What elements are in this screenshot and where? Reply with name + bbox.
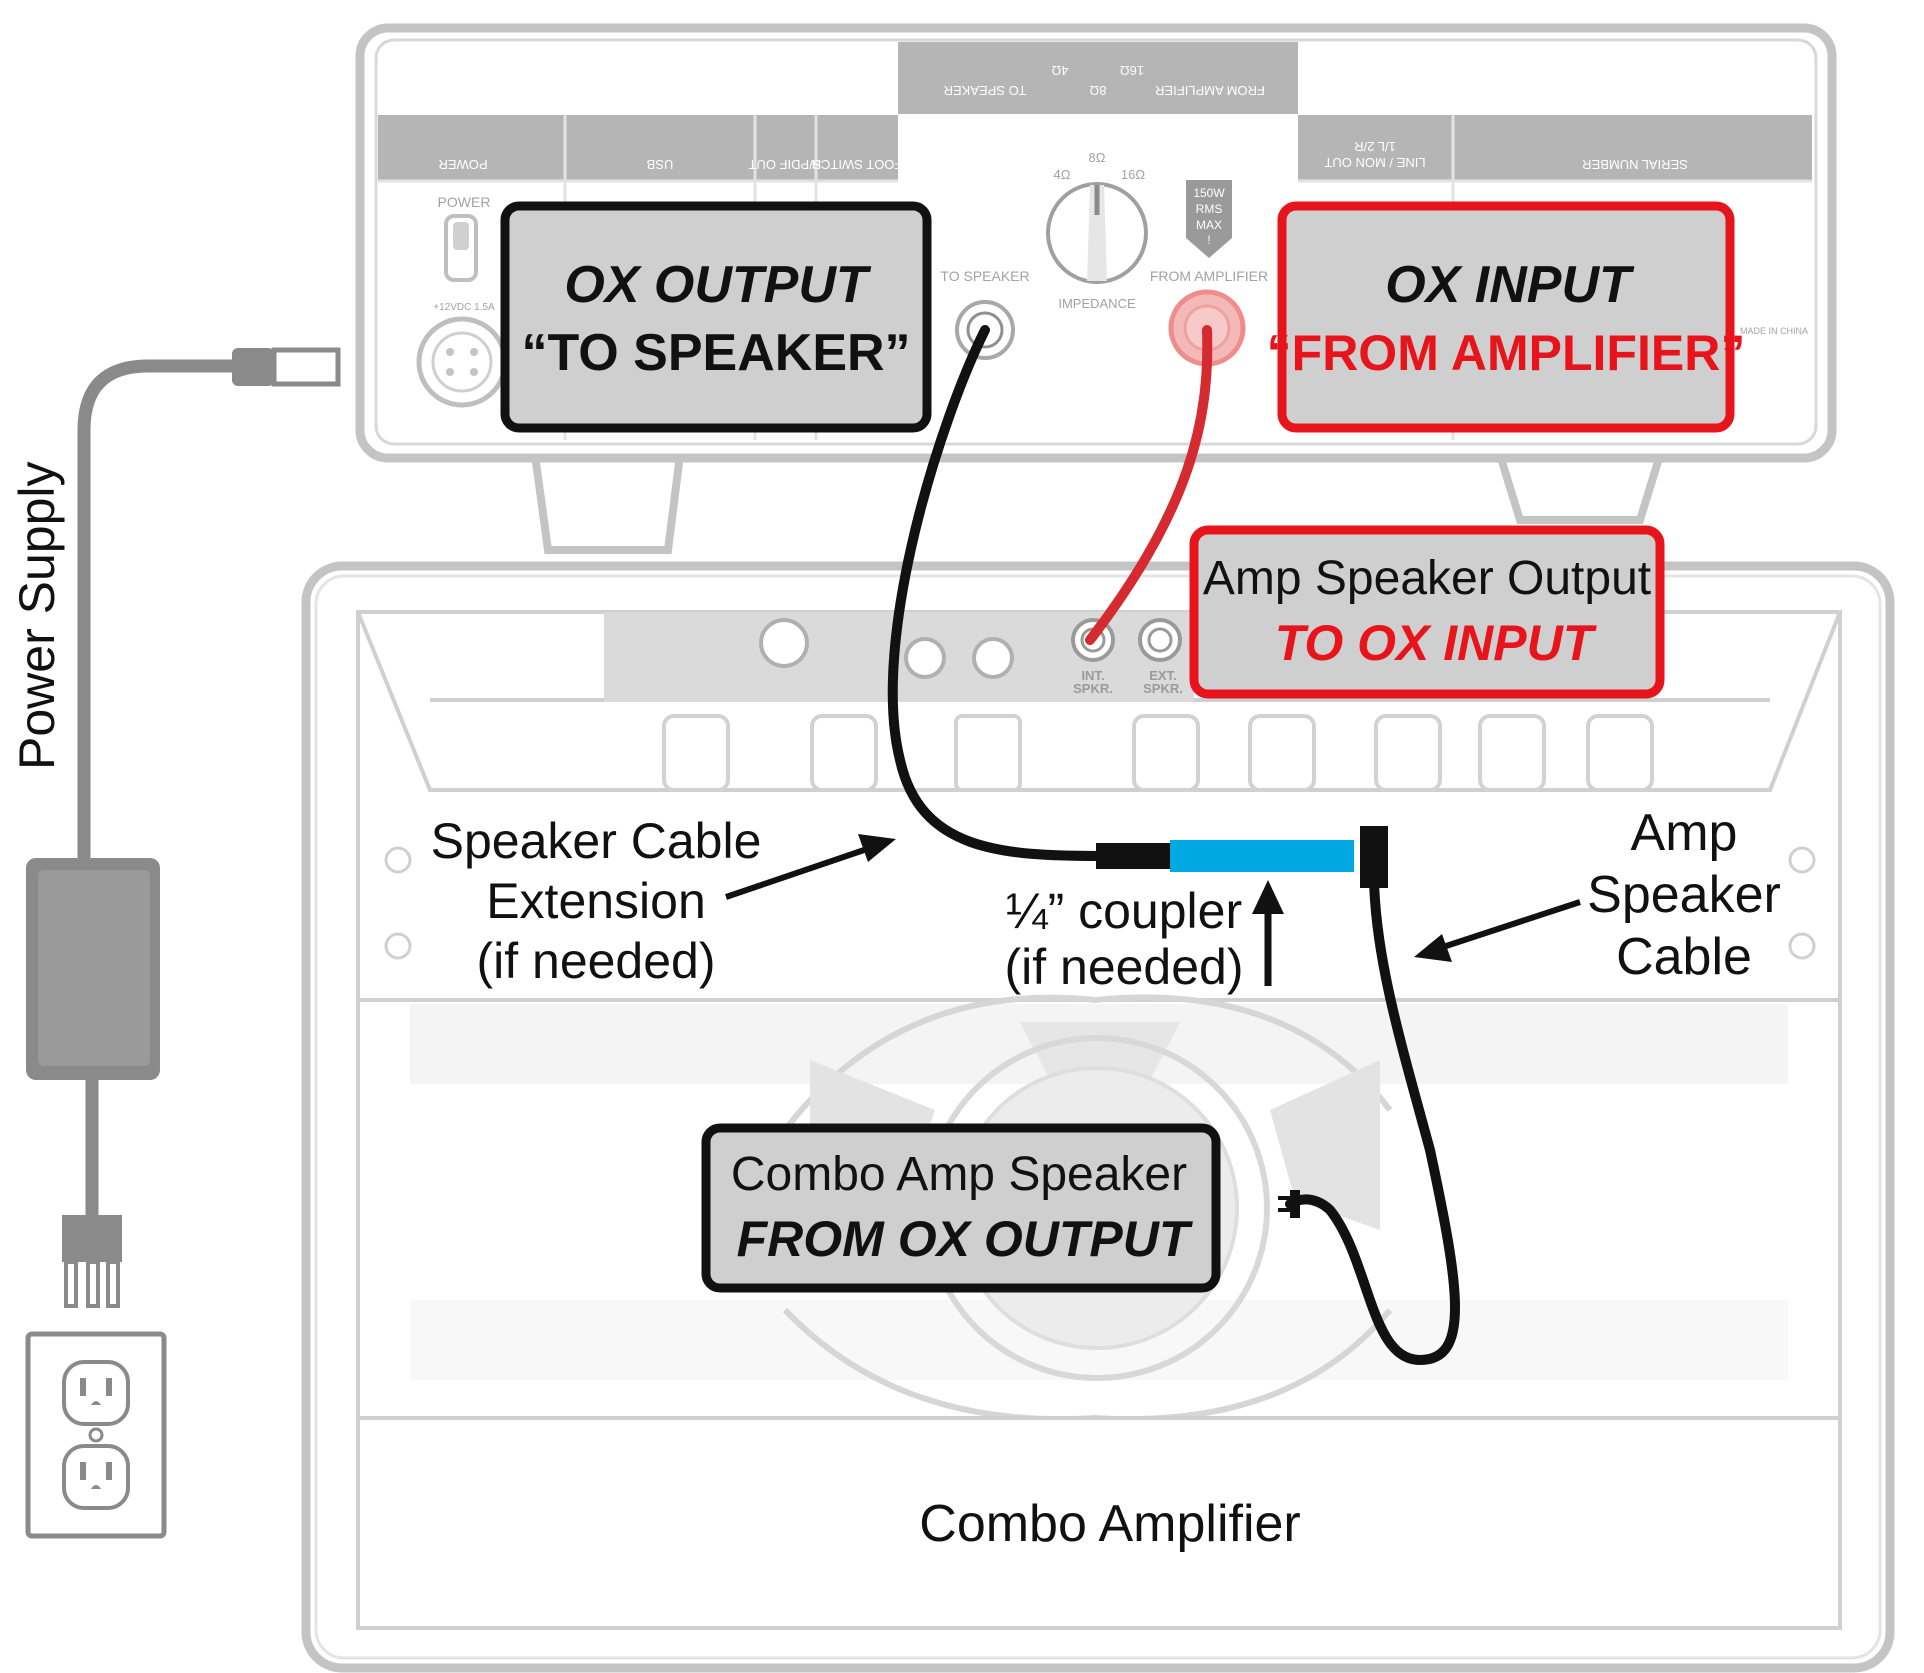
ox-output-subtitle: “TO SPEAKER” xyxy=(521,324,910,382)
amp-cable-label-3: Cable xyxy=(1616,928,1752,986)
power-supply: Power Supply xyxy=(9,347,341,1539)
hdr-usb: USB xyxy=(647,157,674,172)
amp-output-title: Amp Speaker Output xyxy=(1203,552,1651,605)
warning-3: MAX xyxy=(1196,218,1222,232)
coupler-label-1: ¼” coupler xyxy=(1006,883,1242,939)
ext-jack-label-1: EXT. xyxy=(1149,668,1176,683)
hdr-line-mon-2: 1/L 2/R xyxy=(1354,139,1395,154)
combo-speaker-title: Combo Amp Speaker xyxy=(731,1148,1187,1201)
callout-combo-amp-speaker: Combo Amp Speaker FROM OX OUTPUT xyxy=(701,1123,1221,1293)
power-switch-label: POWER xyxy=(438,194,491,210)
label-coupler: ¼” coupler (if needed) xyxy=(1004,883,1243,995)
ext-label-1: Speaker Cable xyxy=(431,813,762,869)
arrow-to-coupler xyxy=(1252,880,1284,986)
made-in-label: MADE IN CHINA xyxy=(1740,326,1808,336)
impedance-label: IMPEDANCE xyxy=(1058,296,1136,311)
callout-ox-output: OX OUTPUT “TO SPEAKER” xyxy=(500,201,932,433)
ox-input-title: OX INPUT xyxy=(1385,256,1635,314)
warning-2: RMS xyxy=(1196,202,1223,216)
from-amp-jack-label: FROM AMPLIFIER xyxy=(1150,268,1268,284)
quarter-inch-coupler xyxy=(1170,840,1354,872)
hdr-spdif: S/PDIF OUT xyxy=(748,157,821,172)
ox-header-band-mid xyxy=(898,42,1298,114)
hdr-footswitch: FOOT SWITCH xyxy=(812,157,903,172)
label-amp-speaker-cable: Amp Speaker Cable xyxy=(1587,804,1781,986)
power-supply-label: Power Supply xyxy=(9,462,65,771)
label-speaker-cable-extension: Speaker Cable Extension (if needed) xyxy=(431,813,762,989)
amp-speaker-cable xyxy=(1285,875,1460,1366)
knob-8ohm: 8Ω xyxy=(1089,150,1106,165)
arrow-to-extension xyxy=(725,834,896,900)
combo-amp: INT. SPKR. EXT. SPKR. xyxy=(301,561,1895,1673)
ox-output-title: OX OUTPUT xyxy=(564,256,872,314)
hdr-16ohm: 16Ω xyxy=(1120,63,1144,78)
ox-input-subtitle: “FROM AMPLIFIER” xyxy=(1267,325,1746,381)
knob-4ohm: 4Ω xyxy=(1054,167,1071,182)
combo-speaker-subtitle: FROM OX OUTPUT xyxy=(737,1211,1194,1267)
combo-amp-label: Combo Amplifier xyxy=(919,1495,1300,1553)
coupler-label-2: (if needed) xyxy=(1004,939,1243,995)
int-jack-label-2: SPKR. xyxy=(1073,681,1113,696)
hdr-serial: SERIAL NUMBER xyxy=(1582,157,1688,172)
ext-label-2: Extension xyxy=(486,873,706,929)
int-jack-label-1: INT. xyxy=(1081,668,1104,683)
hdr-line-mon: LINE / MON OUT xyxy=(1324,155,1425,170)
callout-amp-speaker-output: Amp Speaker Output TO OX INPUT xyxy=(1189,525,1665,699)
warning-4: ! xyxy=(1207,233,1210,247)
hdr-to-speaker: TO SPEAKER xyxy=(944,83,1027,98)
amp-pilot-light xyxy=(759,618,809,668)
ox-header-band-right xyxy=(1298,115,1812,181)
amp-output-subtitle: TO OX INPUT xyxy=(1275,615,1598,671)
warning-1: 150W xyxy=(1193,186,1225,200)
amp-cable-label-2: Speaker xyxy=(1587,866,1781,924)
dc-plug[interactable] xyxy=(271,347,341,387)
ext-jack-label-2: SPKR. xyxy=(1143,681,1183,696)
extension-plug xyxy=(1096,843,1170,869)
knob-16ohm: 16Ω xyxy=(1121,167,1145,182)
hdr-from-amp: FROM AMPLIFIER xyxy=(1155,83,1265,98)
hdr-8ohm: 8Ω xyxy=(1089,83,1106,98)
ext-label-3: (if needed) xyxy=(476,933,715,989)
callout-ox-input: OX INPUT “FROM AMPLIFIER” xyxy=(1267,201,1746,433)
amp-knob-row xyxy=(662,714,1654,792)
red-cable xyxy=(1085,325,1213,645)
arrow-to-amp-cable xyxy=(1414,899,1581,962)
speaker-cable-extension xyxy=(887,325,1105,861)
hdr-4ohm: 4Ω xyxy=(1051,63,1068,78)
amp-cable-label-1: Amp xyxy=(1631,804,1738,862)
amp-input-jacks xyxy=(904,637,1014,679)
hdr-power: POWER xyxy=(438,157,487,172)
dc-label: +12VDC 1.5A xyxy=(433,302,495,313)
to-speaker-jack-label: TO SPEAKER xyxy=(940,268,1029,284)
warning-badge xyxy=(1186,180,1232,258)
wall-plug[interactable] xyxy=(62,1215,122,1262)
ox-header-band-left xyxy=(378,115,898,181)
